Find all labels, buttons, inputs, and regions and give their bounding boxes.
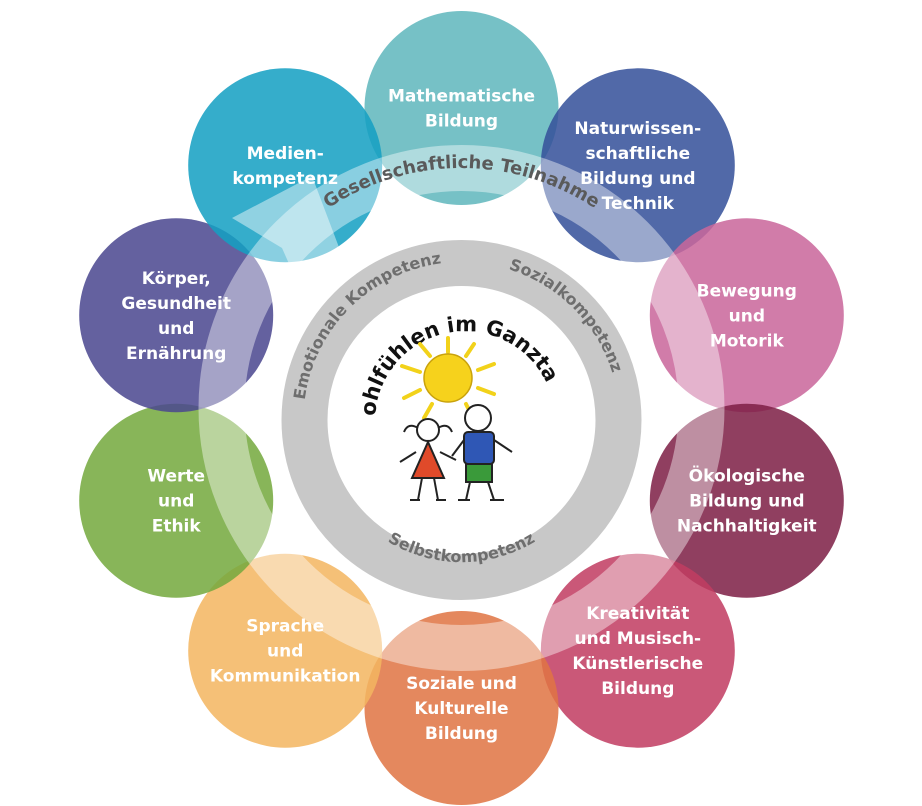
- petal-circle-7: [79, 403, 274, 598]
- sun-icon: [400, 336, 496, 420]
- petal-label-line: Bildung: [425, 112, 498, 132]
- outer-band-arrowhead: [232, 176, 340, 302]
- petal-label-line: Bildung und: [689, 492, 804, 512]
- petal-label-line: Ökologische: [689, 465, 805, 487]
- petal-circle-9: [188, 68, 383, 263]
- petal-label-line: Bildung: [601, 679, 674, 699]
- petal-label-line: Kulturelle: [414, 699, 508, 719]
- petal-circle-0: [364, 11, 559, 205]
- petal-label-line: Bewegung: [697, 281, 797, 301]
- petal-label-line: und: [729, 306, 765, 326]
- petal-label-line: Soziale und: [406, 674, 517, 694]
- girl-figure-icon: [399, 418, 457, 501]
- petal-label-line: und: [158, 492, 194, 512]
- petal-label-line: Künstlerische: [572, 654, 703, 674]
- petal-label-line: Ethik: [152, 517, 202, 537]
- petal-label-line: und Musisch-: [574, 629, 701, 649]
- center-disc: [329, 288, 594, 552]
- petal-label-line: Sprache: [246, 617, 324, 637]
- outer-participation-band: [198, 145, 725, 671]
- petal-label-line: Kommunikation: [210, 667, 361, 687]
- petal-circle-3: [649, 403, 844, 598]
- petal-label-line: Ernährung: [126, 344, 226, 364]
- petal-label-line: Nachhaltigkeit: [677, 517, 817, 537]
- petal-label-line: schaftliche: [585, 144, 690, 164]
- competence-ring-band: [281, 240, 642, 600]
- petal-circle-1: [540, 68, 735, 263]
- petal-label-line: kompetenz: [232, 169, 338, 189]
- petal-circle-4: [540, 553, 735, 748]
- petal-label-line: Kreativität: [586, 604, 689, 624]
- petal-label-line: und: [158, 319, 194, 339]
- petal-label-line: Bildung: [425, 724, 498, 744]
- petal-circles: [79, 11, 844, 805]
- petal-label-line: und: [267, 642, 303, 662]
- petal-label-line: Mathematische: [388, 87, 535, 107]
- petal-label-line: Werte: [147, 467, 205, 487]
- boy-figure-icon: [451, 404, 513, 501]
- petal-label-line: Medien-: [247, 144, 324, 164]
- petal-label-line: Naturwissen-: [574, 119, 701, 139]
- petal-label-line: Gesundheit: [121, 294, 231, 314]
- petal-label-line: Körper,: [142, 269, 211, 289]
- petal-circle-6: [188, 553, 383, 748]
- petal-circle-2: [649, 218, 844, 413]
- petal-label-9: Medien-kompetenz: [232, 144, 338, 189]
- petal-circle-5: [364, 611, 559, 805]
- petal-label-line: Bildung und: [580, 169, 695, 189]
- petal-label-line: Technik: [602, 194, 675, 214]
- petal-label-line: Motorik: [710, 331, 785, 351]
- petal-circle-8: [79, 218, 274, 413]
